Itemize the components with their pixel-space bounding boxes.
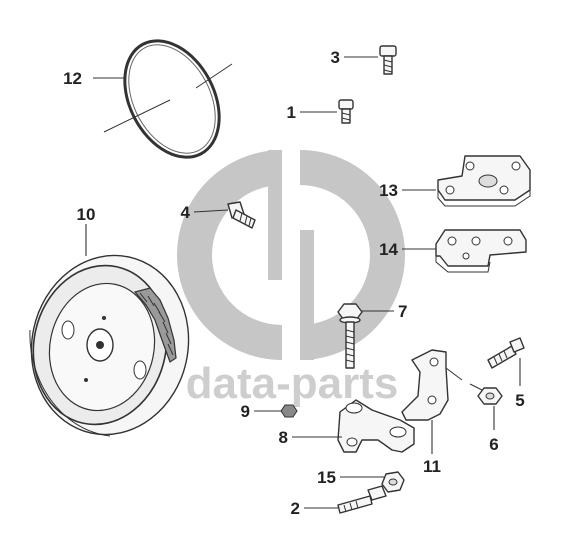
part-10-gear-wheel [29, 254, 190, 437]
watermark-text: data-parts [186, 359, 399, 408]
callout-15: 15 [317, 468, 336, 487]
callout-14: 14 [379, 240, 398, 259]
part-5-stud-bolt [487, 337, 525, 369]
part-13-plate [437, 155, 531, 207]
watermark-logo [177, 150, 405, 360]
callout-13: 13 [379, 181, 398, 200]
callout-3: 3 [331, 48, 340, 67]
part-6-bolt [469, 383, 503, 405]
callout-2: 2 [291, 499, 300, 518]
part-15-flange-nut [381, 471, 405, 493]
part-3-screw [379, 45, 397, 75]
leader-lines [85, 56, 521, 509]
part-11-bracket [401, 349, 463, 421]
callout-9: 9 [241, 402, 250, 421]
callout-1: 1 [287, 103, 296, 122]
part-9-nut [280, 404, 298, 418]
part-14-plate [435, 229, 527, 273]
part-7-long-bolt [337, 303, 363, 369]
callout-7: 7 [398, 302, 407, 321]
callout-6: 6 [489, 435, 498, 454]
callout-10: 10 [77, 205, 96, 224]
callout-4: 4 [181, 203, 191, 222]
part-2-bolt [337, 485, 387, 514]
callout-12: 12 [63, 69, 82, 88]
part-8-mount [337, 399, 415, 453]
callout-labels: 12 3 1 13 14 4 10 7 5 6 9 8 11 15 2 [63, 48, 525, 518]
part-1-screw [338, 99, 354, 124]
callout-8: 8 [279, 428, 288, 447]
part-12-gasket-ring [103, 39, 233, 159]
callout-5: 5 [515, 391, 524, 410]
part-4-bolt [227, 201, 256, 229]
callout-11: 11 [423, 457, 441, 476]
